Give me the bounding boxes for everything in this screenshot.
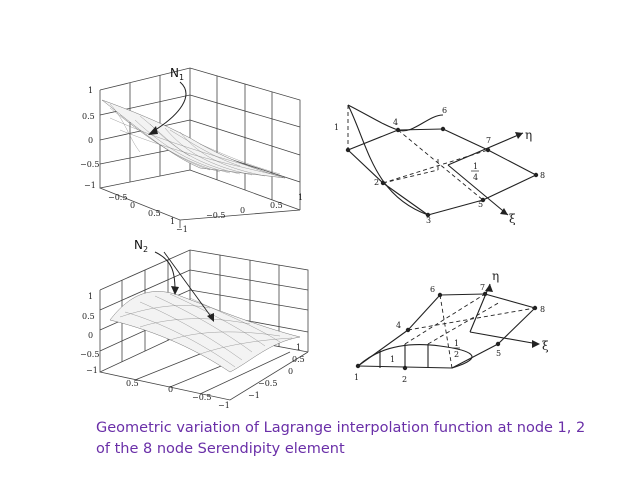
n1-y-tick: 0.5 [148, 209, 161, 218]
n2-y-tick: 1 [296, 343, 301, 352]
n2-z-tick: 0.5 [82, 312, 95, 321]
n1-z-tick: −1 [84, 181, 96, 190]
n2-y-tick: 0.5 [292, 355, 305, 364]
n2-y-tick: 0 [288, 367, 293, 376]
n2-surface-plot: N 2 1 0.5 0 −0.5 −1 1 0.5 0 −0.5 −1 0.5 … [80, 238, 309, 410]
n1-z-tick: 0.5 [82, 112, 95, 121]
n1-x-tick: 1 [298, 193, 303, 202]
eta-axis-label: η [525, 128, 532, 142]
node-label: 6 [442, 106, 447, 115]
node-label: 7 [480, 283, 485, 292]
inner-tick-label: 1 [390, 355, 395, 364]
xi-axis-label: ξ [509, 212, 516, 225]
n1-x-tick: 0.5 [270, 201, 283, 210]
n2-x-tick: 0.5 [126, 379, 139, 388]
n1-x-tick: −0.5 [206, 211, 225, 220]
n2-z-tick: 1 [88, 292, 93, 301]
node-label: 2 [402, 375, 407, 384]
node-label: 3 [426, 216, 431, 225]
fraction-numerator: 1 [473, 162, 478, 171]
n2-x-tick: −0.5 [192, 393, 211, 402]
n2-label: N [134, 238, 143, 252]
n1-y-tick: 0 [130, 201, 135, 210]
node-label: 8 [540, 305, 545, 314]
node-label: 4 [396, 321, 401, 330]
n1-x-tick: 0 [240, 206, 245, 215]
n2-z-tick: 0 [88, 331, 93, 340]
node-label: 8 [540, 171, 545, 180]
n1-y-tick: −0.5 [108, 193, 127, 202]
eta-axis-label: η [492, 269, 499, 283]
node-label: 1 [334, 123, 339, 132]
element-sketch-top: 1 2 3 4 5 6 7 8 η ξ 1 4 [334, 104, 545, 225]
n1-y-tick: 1 [170, 217, 175, 226]
caption-line-2: of the 8 node Serendipity element [96, 441, 345, 457]
n1-x-tick: −1 [176, 225, 188, 234]
n2-x-tick: 0 [168, 385, 173, 394]
figure-caption: Geometric variation of Lagrange interpol… [96, 418, 616, 460]
n1-label-sub: 1 [179, 73, 184, 82]
node-label: 2 [374, 178, 379, 187]
fraction-denominator: 2 [454, 350, 459, 359]
fraction-denominator: 4 [473, 173, 478, 182]
n1-surface-plot: N 1 1 0.5 0 −0.5 −1 −0.5 0 0.5 1 −1 −0.5… [80, 66, 303, 234]
n2-y-tick: −1 [248, 391, 260, 400]
n1-z-tick: −0.5 [80, 160, 99, 169]
node-label: 1 [354, 373, 359, 382]
n2-y-tick: −0.5 [258, 379, 277, 388]
node-label: 5 [478, 200, 483, 209]
n1-z-tick: 0 [88, 136, 93, 145]
n2-z-tick: −0.5 [80, 350, 99, 359]
n2-x-tick: −1 [218, 401, 230, 410]
n1-label: N [170, 66, 179, 80]
element-sketch-bottom: 1 2 4 5 6 7 8 η ξ 1 1 2 [354, 269, 549, 384]
node-label: 5 [496, 349, 501, 358]
n1-z-tick: 1 [88, 86, 93, 95]
xi-axis-label: ξ [542, 339, 549, 353]
node-label: 7 [486, 136, 491, 145]
caption-line-1: Geometric variation of Lagrange interpol… [96, 420, 586, 436]
fraction-numerator: 1 [454, 339, 459, 348]
n2-label-sub: 2 [143, 245, 148, 254]
node-label: 6 [430, 285, 435, 294]
node-label: 4 [393, 118, 398, 127]
n2-z-tick: −1 [86, 366, 98, 375]
